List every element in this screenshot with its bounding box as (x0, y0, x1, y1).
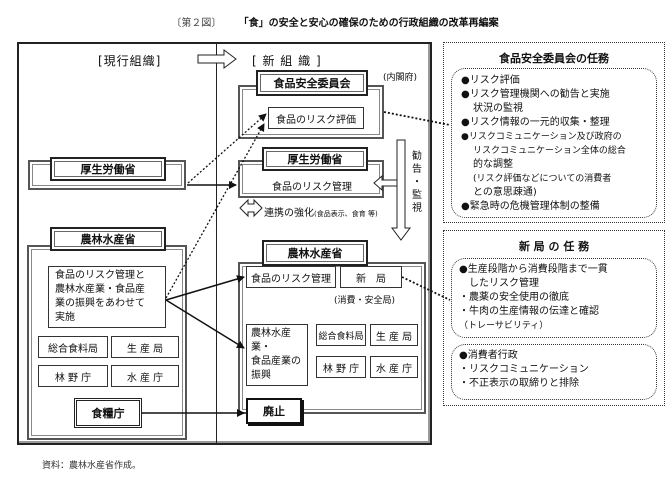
new-maff-promotion: 農林水産業・ 食品産業の 振興 (246, 324, 308, 386)
current-org-heading: [現行組織] (98, 54, 162, 68)
bureau-task: ●消費者行政 (459, 350, 518, 361)
cooperation-note: (食品表示、食育 等) (314, 210, 378, 218)
new-bureau-item: 林 野 庁 (316, 356, 366, 378)
fsc-task: リスクコミュニケーション全体の総合 (461, 144, 626, 158)
bullet: ● (461, 201, 470, 212)
new-bureau-note: (消費・安全局) (334, 296, 396, 306)
desc-line: 業の振興をあわせて (55, 298, 145, 309)
advice-dot: ・ (412, 177, 422, 188)
task-text: 状況の監視 (473, 103, 523, 114)
task-text: リスク情報の一元的収集・整理 (469, 117, 610, 128)
desc-line: 食品のリスク管理と (55, 270, 145, 281)
current-mhlw-box: 厚生労働省 (50, 157, 166, 181)
new-org-heading: [ 新 組 織 ] (252, 54, 322, 68)
advice-text: 勧告 (412, 151, 422, 175)
bureau-task: したリスク管理 (459, 278, 539, 289)
current-bureau: 林 野 庁 (38, 365, 108, 387)
task-text: 緊急時の危機管理体制の整備 (469, 201, 600, 212)
new-mhlw-box: 厚生労働省 (262, 147, 368, 171)
current-food-agency: 食糧庁 (74, 398, 142, 428)
new-maff-risk-management: 食品のリスク管理 (246, 266, 336, 288)
new-bureau-item: 生 産 局 (370, 324, 418, 346)
bullet: ● (461, 132, 469, 142)
bureau-task: ・リスクコミュニケーション (459, 364, 589, 375)
task-text: との意思疎通) (473, 187, 537, 198)
bureau-task: ・牛肉の生産情報の伝達と確認 (459, 306, 599, 317)
bullet: ● (461, 75, 470, 86)
org-divider (216, 43, 217, 443)
fsc-risk-assessment: 食品のリスク評価 (268, 107, 364, 129)
task-text: リスク評価 (469, 75, 520, 86)
current-maff-box: 農林水産省 (50, 227, 166, 251)
current-bureau: 総合食料局 (38, 336, 108, 358)
desc-line: 実施 (55, 312, 75, 323)
figure-heading: 「食」の安全と安心の確保のための行政組織の改革再編案 (238, 18, 499, 29)
promo-line: 食品産業の (251, 356, 301, 367)
fsc-task: ●リスク情報の一元的収集・整理 (461, 116, 626, 130)
task-text: 的な調整 (473, 159, 513, 170)
new-bureau-item: 総合食料局 (316, 324, 366, 346)
fsc-tasks-list: ●リスク評価 ●リスク管理機関への勧告と実施 状況の監視 ●リスク情報の一元的収… (461, 74, 626, 214)
new-maff-box: 農林水産省 (262, 240, 368, 266)
fsc-task: ●緊急時の危機管理体制の整備 (461, 200, 626, 214)
figure-title: 〔第２図〕 「食」の安全と安心の確保のための行政組織の改革再編案 (0, 14, 670, 29)
fsc-tasks-title: 食品安全委員会の任務 (499, 52, 609, 65)
fsc-task: ●リスク管理機関への勧告と実施 (461, 88, 626, 102)
current-bureau: 水 産 庁 (111, 365, 179, 387)
monitor-text: 監視 (412, 190, 422, 214)
fsc-task: 的な調整 (461, 158, 626, 172)
new-bureau-tasks-title: 新 局 の 任 務 (518, 240, 590, 253)
bureau-task: ・不正表示の取締りと排除 (459, 378, 579, 389)
current-maff-description: 食品のリスク管理と 農林水産業・食品産 業の振興をあわせて 実施 (48, 266, 166, 328)
bullet: ● (461, 89, 470, 100)
task-text: (リスク評価などについての消費者 (473, 174, 612, 184)
desc-line: 農林水産業・食品産 (55, 284, 145, 295)
bureau-task: ●生産段階から消費段階まで一貫 (459, 264, 608, 275)
abolished-box: 廃止 (246, 398, 302, 424)
organization-frame (17, 42, 432, 445)
bureau-task: ・農薬の安全使用の徹底 (459, 292, 569, 303)
promo-line: 振興 (251, 370, 271, 381)
fsc-tasks-box (451, 68, 657, 218)
current-bureau: 生 産 局 (111, 336, 179, 358)
fsc-task: との意思疎通) (461, 186, 626, 200)
figure-number: 〔第２図〕 (171, 18, 222, 29)
bureau-task: （トレーサビリティ） (459, 321, 549, 331)
fsc-task: ●リスクコミュニケーション及び政府の (461, 130, 626, 144)
source-note: 資料：農林水産省作成。 (42, 461, 142, 471)
cooperation-text: 連携の強化 (264, 208, 314, 219)
task-text: リスクコミュニケーション全体の総合 (473, 146, 626, 156)
fsc-parent: (内閣府) (383, 73, 418, 83)
fsc-task: (リスク評価などについての消費者 (461, 172, 626, 186)
bullet: ● (461, 117, 470, 128)
new-bureau-group1-box (451, 258, 657, 338)
promo-line: 農林水産業・ (251, 328, 291, 353)
new-bureau-tasks-panel (443, 230, 665, 406)
new-bureau-item: 水 産 庁 (370, 356, 418, 378)
fsc-task: 状況の監視 (461, 102, 626, 116)
task-text: リスク管理機関への勧告と実施 (469, 89, 610, 100)
advice-monitor-label: 勧告 ・ 監視 (409, 150, 425, 215)
fsc-tasks-panel (443, 42, 665, 223)
fsc-task: ●リスク評価 (461, 74, 626, 88)
fsc-box: 食品安全委員会 (256, 70, 368, 96)
cooperation-label: 連携の強化(食品表示、食育 等) (264, 204, 378, 219)
new-bureau-group2: ●消費者行政 ・リスクコミュニケーション ・不正表示の取締りと排除 (459, 349, 589, 391)
new-bureau-group1: ●生産段階から消費段階まで一貫 したリスク管理 ・農薬の安全使用の徹底 ・牛肉の… (459, 263, 608, 333)
new-bureau-box: 新 局 (340, 266, 402, 288)
task-text: リスクコミュニケーション及び政府の (468, 132, 622, 142)
new-bureau-group2-box (451, 344, 657, 400)
new-mhlw-role: 食品のリスク管理 (272, 182, 352, 193)
